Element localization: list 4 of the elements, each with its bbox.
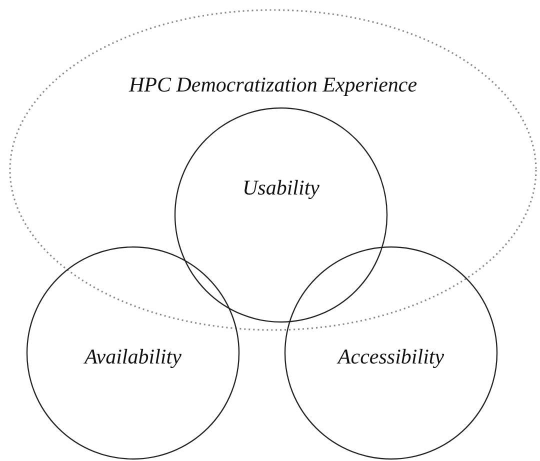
circle-label: Usability xyxy=(242,176,320,200)
circle-label: Accessibility xyxy=(338,344,444,370)
diagram-heading: HPC Democratization Experience xyxy=(128,72,418,98)
circle-label: Availability xyxy=(84,344,182,370)
